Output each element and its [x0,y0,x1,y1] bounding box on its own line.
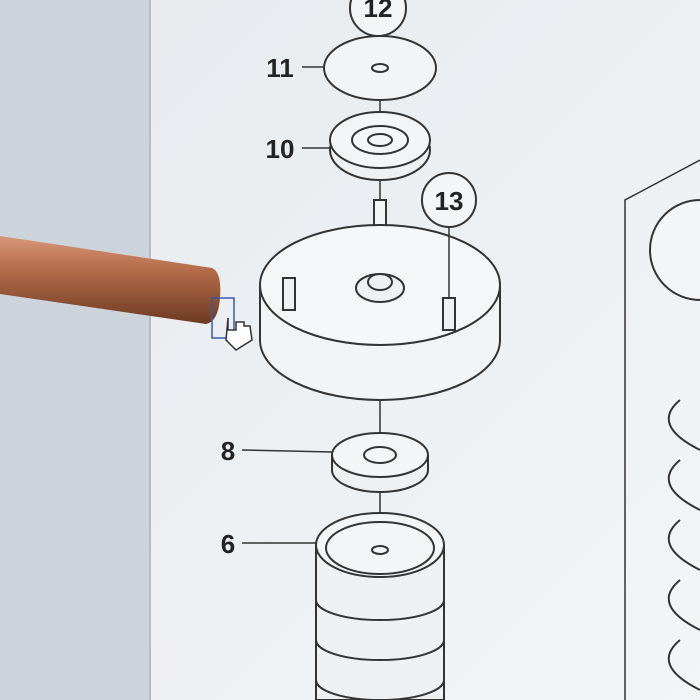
exploded-assembly [241,0,700,700]
callout-6: 6 [221,529,235,559]
strut-mount [259,224,501,401]
callout-13: 13 [435,186,464,216]
copper-pen [0,236,221,324]
part-6-damper [315,512,445,700]
left-panel [0,0,150,700]
part-11-washer [323,35,437,101]
callout-8: 8 [221,436,235,466]
part-8-bumper [331,432,429,493]
callout-10: 10 [266,134,295,164]
callout-11: 11 [266,53,294,83]
callout-12: 12 [364,0,393,23]
part-10-bearing [329,111,431,181]
spring-assembly [624,159,700,700]
hand-cursor-icon [211,297,253,351]
